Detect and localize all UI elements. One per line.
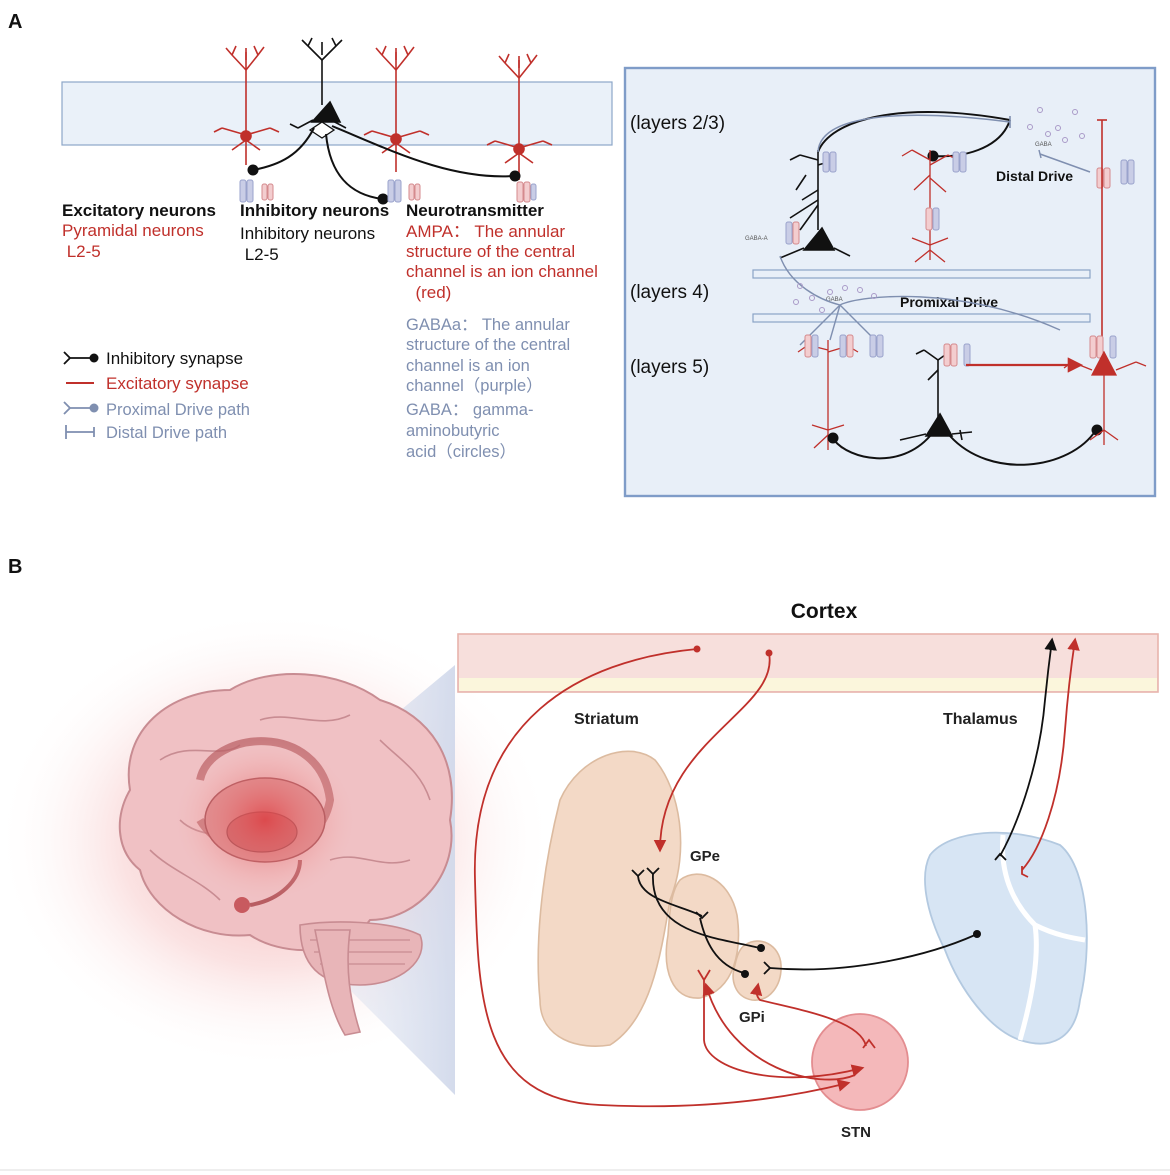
striatum-label: Striatum	[574, 711, 639, 728]
inhibitory-line2: L2-5	[240, 245, 279, 264]
gpe-shape	[665, 873, 740, 999]
thalamus-to-cortex-black-pathway	[994, 637, 1057, 861]
inhibitory-axon-2	[325, 133, 384, 200]
gaba-line-3: acid（circles）	[406, 442, 516, 461]
legend-distal-icon	[65, 425, 95, 439]
distal-drive-receptors	[785, 151, 1135, 245]
inhibitory-title: Inhibitory neurons	[240, 201, 389, 220]
thalamus-shape	[924, 831, 1088, 1045]
inhibitory-axon-1	[252, 127, 315, 171]
layer-4-band-top	[752, 269, 1091, 279]
inhibitory-axon-3	[331, 125, 515, 178]
l5-receptors-mid	[943, 335, 1117, 367]
striatum-shape	[537, 750, 682, 1047]
cortex-to-stn-pathway	[474, 645, 851, 1108]
striatum-to-gpe-pathway	[631, 869, 709, 920]
inhibitory-synapse-1	[247, 164, 259, 176]
l5-inhibitory-axon-right	[949, 429, 1097, 466]
brain-illustration	[118, 673, 453, 1036]
l5-receptors-left	[804, 334, 884, 358]
gabaa-line-4: channel（purple）	[406, 376, 543, 395]
neurotransmitter-title: Neurotransmitter	[406, 201, 544, 220]
gpi-shape	[732, 940, 782, 1001]
l5-inhibitory-synapse-right	[1091, 424, 1103, 436]
gaba-line-1: GABA： gamma-	[406, 401, 533, 419]
excitatory-title: Excitatory neurons	[62, 201, 216, 220]
gaba-a-tag: GABA-A	[745, 236, 768, 242]
ampa-line-1: AMPA： The annular	[406, 222, 565, 241]
legend-excitatory-label: Excitatory synapse	[106, 374, 249, 393]
distal-gaba-terminal	[1038, 149, 1042, 159]
distal-drive-path-l23	[817, 114, 1011, 153]
stn-to-gpe-pathway	[697, 969, 862, 1081]
distal-drive-label: Distal Drive	[996, 168, 1073, 184]
inhibitory-neuron-top	[289, 37, 347, 139]
layer-4-band-bottom	[752, 313, 1091, 323]
panel-a-letter: A	[8, 11, 22, 33]
excitatory-line2: L2-5	[62, 242, 101, 261]
ampa-line-4: (red)	[406, 283, 451, 302]
cortical-layer-band	[61, 81, 613, 146]
layer-4-label: (layers 4)	[630, 282, 709, 303]
legend-proximal-icon	[63, 401, 92, 415]
gaba-tag-upper: GABA	[1035, 142, 1052, 148]
layer-5-label: (layers 5)	[630, 357, 709, 378]
legend-proximal-label: Proximal Drive path	[106, 401, 250, 419]
gpi-label: GPi	[739, 1009, 765, 1026]
pyramidal-neuron-1	[213, 45, 280, 165]
thalamus-label: Thalamus	[943, 711, 1018, 728]
receptor-icons-top	[239, 179, 537, 203]
legend-inhibitory-icon	[63, 351, 92, 365]
l5-inhibitory-axon-left	[833, 435, 931, 460]
gpe-to-gpi-pathway	[699, 917, 749, 978]
l23-inhibitory-axon	[817, 111, 1011, 153]
pyramidal-neuron-3	[486, 53, 553, 180]
gaba-line-2: aminobutyric	[406, 422, 500, 440]
gpi-to-thalamus-pathway	[763, 930, 981, 975]
legend: Inhibitory synapse Excitatory synapse Pr…	[63, 349, 250, 442]
gabaa-line-2: structure of the central	[406, 336, 570, 354]
pyramidal-neuron-2	[363, 45, 430, 172]
gabaa-line-3: channel is an ion	[406, 357, 530, 375]
stn-shape	[811, 1013, 909, 1111]
excitatory-line1: Pyramidal neurons	[62, 221, 204, 240]
gaba-tag-lower: GABA	[826, 297, 843, 303]
gaba-circles-upper	[1027, 107, 1085, 143]
cortex-label: Cortex	[791, 600, 858, 623]
gpe-label: GPe	[690, 848, 720, 865]
layer-2-3-label: (layers 2/3)	[630, 113, 725, 134]
stn-label: STN	[841, 1124, 871, 1141]
thalamus-to-cortex-red-pathway	[1021, 637, 1080, 878]
ampa-line-3: channel is an ion channel	[406, 262, 598, 281]
cortex-band-lower	[459, 678, 1157, 691]
proximal-drive-label: Promixal Drive	[900, 294, 998, 310]
cortex-to-striatum-pathway	[653, 649, 773, 853]
panel-b-letter: B	[8, 556, 22, 578]
l23-inhibitory-axon-2	[934, 119, 1011, 158]
inhibitory-line1: Inhibitory neurons	[240, 224, 375, 243]
legend-inhibitory-label: Inhibitory synapse	[106, 349, 243, 368]
inhibitory-synapse-3	[509, 170, 521, 182]
striatum-to-gpi-pathway	[646, 867, 765, 952]
gaba-circles-lower	[793, 283, 877, 313]
legend-distal-label: Distal Drive path	[106, 424, 227, 442]
stn-to-gpi-pathway	[749, 982, 876, 1049]
gabaa-line-1: GABAa： The annular	[406, 316, 570, 334]
cortical-circuit-panel	[623, 66, 1157, 498]
distal-gaba-path	[1039, 153, 1091, 173]
inhibitory-synapse-2	[377, 193, 389, 205]
l23-inhibitory-neuron	[779, 150, 851, 259]
l5-inhibitory-synapse-left	[827, 432, 839, 444]
l5-pyramidal-right	[1063, 350, 1147, 445]
ampa-line-2: structure of the central	[406, 242, 575, 261]
